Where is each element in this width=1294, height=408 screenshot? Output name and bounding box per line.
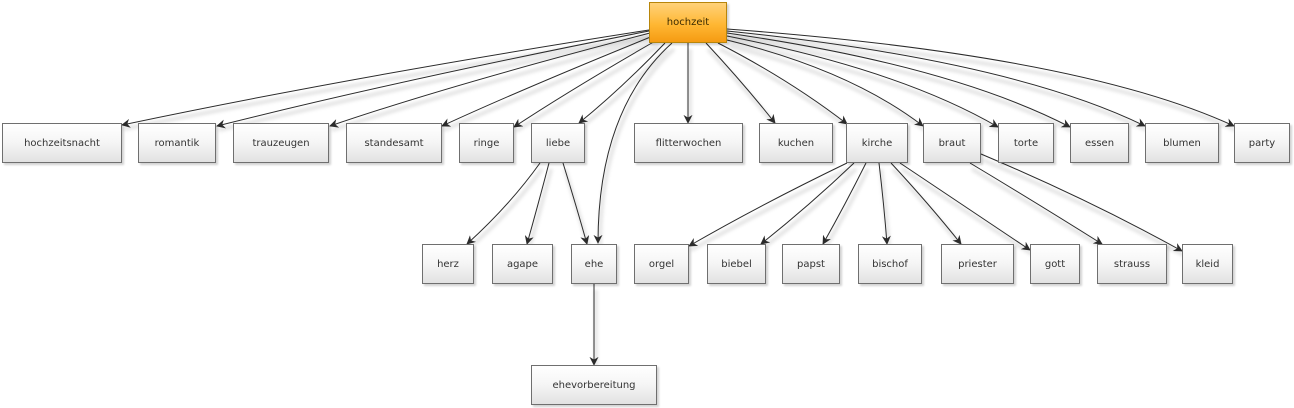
node-gott[interactable]: gott: [1030, 244, 1080, 284]
edge-shadow-hochzeit-romantik: [218, 35, 652, 132]
edge-shadow-braut-kleid: [982, 158, 1185, 257]
node-hochzeit[interactable]: hochzeit: [649, 2, 727, 43]
edge-hochzeit-standesamt: [441, 35, 654, 127]
edge-hochzeit-torte: [726, 35, 999, 128]
edge-hochzeit-essen: [726, 32, 1071, 128]
node-priester[interactable]: priester: [941, 244, 1014, 284]
node-kleid[interactable]: kleid: [1182, 244, 1233, 284]
edge-shadow-hochzeit-torte: [728, 40, 1001, 133]
node-blumen[interactable]: blumen: [1145, 123, 1219, 163]
edge-hochzeit-trauzeugen: [329, 32, 651, 128]
node-hochzeitsnacht[interactable]: hochzeitsnacht: [2, 123, 122, 163]
edge-hochzeit-romantik: [216, 30, 650, 129]
edge-hochzeit-blumen: [726, 30, 1146, 127]
edge-kirche-gott: [899, 162, 1031, 251]
node-ehe[interactable]: ehe: [571, 244, 617, 284]
node-essen[interactable]: essen: [1070, 123, 1129, 163]
edge-hochzeit-ringe: [513, 39, 658, 128]
edge-kirche-bischof: [878, 162, 891, 245]
node-liebe[interactable]: liebe: [531, 123, 585, 163]
edge-shadow-hochzeit-liebe: [579, 47, 669, 129]
edge-shadow-hochzeit-ehe: [598, 47, 676, 248]
edge-shadow-hochzeit-ringe: [514, 44, 660, 133]
node-herz[interactable]: herz: [422, 244, 474, 284]
edge-shadow-kirche-priester: [891, 167, 965, 250]
node-romantik[interactable]: romantik: [138, 123, 216, 163]
node-torte[interactable]: torte: [998, 123, 1054, 163]
edge-shadow-hochzeit-braut: [728, 44, 927, 132]
node-trauzeugen[interactable]: trauzeugen: [233, 123, 329, 163]
edge-liebe-agape: [524, 162, 550, 245]
edge-hochzeit-hochzeitsnacht: [121, 29, 650, 128]
node-bischof[interactable]: bischof: [858, 244, 922, 284]
node-braut[interactable]: braut: [923, 123, 981, 163]
edge-shadow-hochzeit-party: [728, 33, 1237, 132]
edge-kirche-papst: [822, 162, 867, 245]
edge-hochzeit-braut: [726, 39, 924, 127]
edge-shadow-braut-strauss: [970, 167, 1106, 250]
edge-shadow-hochzeit-essen: [728, 37, 1073, 133]
edge-liebe-herz: [466, 162, 541, 245]
edge-hochzeit-liebe: [578, 42, 666, 124]
edge-kirche-orgel: [688, 162, 848, 247]
edge-shadow-kirche-papst: [823, 168, 870, 250]
node-strauss[interactable]: strauss: [1097, 244, 1167, 284]
edge-shadow-hochzeit-standesamt: [443, 40, 656, 132]
node-papst[interactable]: papst: [782, 244, 840, 284]
edge-hochzeit-kuchen: [705, 42, 776, 124]
edge-shadow-kirche-bischof: [879, 168, 891, 249]
node-biebel[interactable]: biebel: [707, 244, 766, 284]
node-agape[interactable]: agape: [492, 244, 553, 284]
edge-shadow-hochzeit-kirche: [719, 47, 851, 130]
edge-braut-strauss: [969, 162, 1103, 245]
edge-shadow-kirche-gott: [900, 167, 1034, 256]
edge-braut-kleid: [980, 153, 1183, 252]
node-ehevorbereitung[interactable]: ehevorbereitung: [531, 365, 657, 405]
edge-hochzeit-ehe: [593, 42, 673, 244]
node-kuchen[interactable]: kuchen: [759, 123, 833, 163]
edge-hochzeit-kirche: [717, 42, 848, 125]
node-kirche[interactable]: kirche: [846, 123, 908, 163]
node-standesamt[interactable]: standesamt: [346, 123, 442, 163]
node-party[interactable]: party: [1234, 123, 1290, 163]
node-flitterwochen[interactable]: flitterwochen: [634, 123, 743, 163]
edge-shadow-kirche-orgel: [690, 167, 850, 252]
edge-shadow-hochzeit-trauzeugen: [331, 37, 653, 132]
edge-shadow-kirche-biebel: [761, 167, 858, 250]
edge-shadow-hochzeit-hochzeitsnacht: [123, 34, 652, 131]
node-orgel[interactable]: orgel: [634, 244, 689, 284]
node-ringe[interactable]: ringe: [459, 123, 514, 163]
edge-kirche-biebel: [760, 162, 855, 245]
edge-liebe-ehe: [562, 162, 590, 245]
edge-kirche-priester: [890, 162, 962, 245]
edge-hochzeit-party: [726, 28, 1235, 127]
edge-shadow-liebe-herz: [467, 167, 544, 250]
